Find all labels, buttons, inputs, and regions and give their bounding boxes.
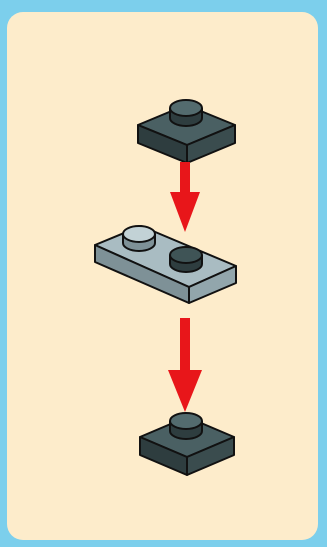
arrow-down-icon [168,318,202,412]
brick-1x1-dark-top [137,99,236,164]
stud-right [169,246,203,273]
arrow-down-icon [170,162,200,232]
stud-left [122,225,156,252]
brick-1x1-dark-bottom [139,412,235,476]
plate-1x2-light [94,225,237,304]
